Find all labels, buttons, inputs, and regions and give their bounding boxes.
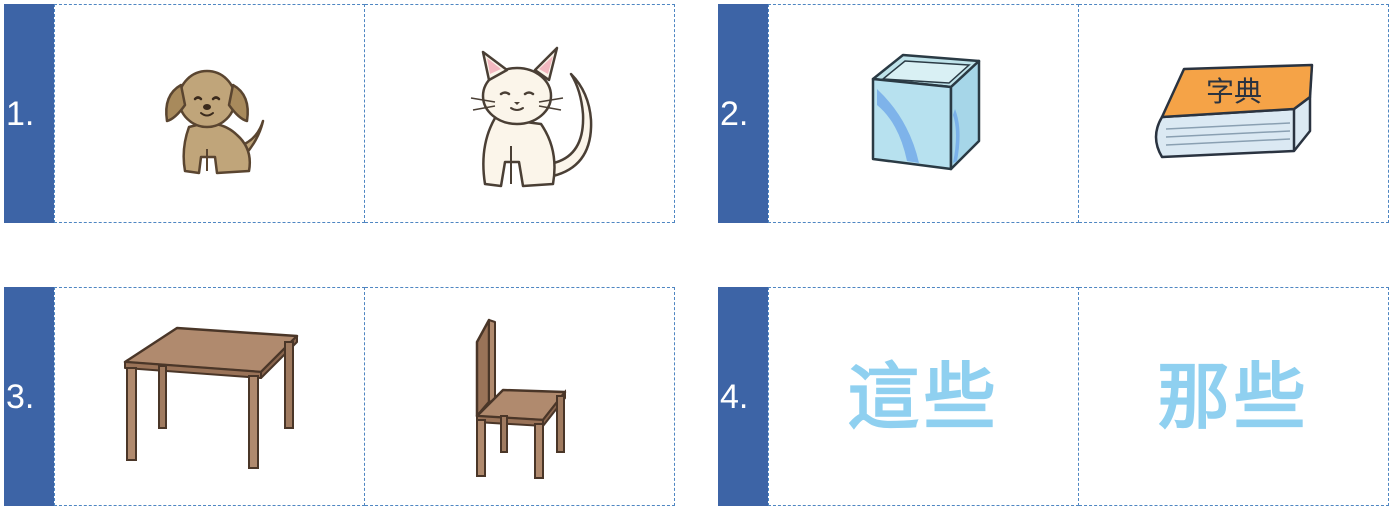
option-dictionary[interactable]: 字典 bbox=[1079, 4, 1389, 223]
box-icon bbox=[871, 53, 980, 170]
option-dog[interactable] bbox=[54, 4, 365, 223]
option-cat[interactable] bbox=[365, 4, 675, 223]
table-icon bbox=[123, 326, 298, 469]
option-these[interactable]: 這些 bbox=[768, 287, 1079, 506]
card-1: 1. bbox=[4, 4, 675, 223]
dog-icon bbox=[164, 69, 264, 174]
chair-icon bbox=[475, 318, 566, 479]
dictionary-book-icon: 字典 bbox=[1154, 63, 1313, 158]
number-bar: 2. bbox=[718, 4, 768, 223]
option-box[interactable] bbox=[768, 4, 1079, 223]
card-3: 3. bbox=[4, 287, 675, 506]
card-4: 4. 這些 那些 bbox=[718, 287, 1389, 506]
option-table[interactable] bbox=[54, 287, 365, 506]
card-number: 3. bbox=[6, 377, 35, 416]
word-those: 那些 bbox=[1157, 354, 1310, 439]
book-title: 字典 bbox=[1206, 75, 1262, 108]
card-number: 2. bbox=[720, 94, 749, 133]
number-bar: 1. bbox=[4, 4, 54, 223]
card-number: 4. bbox=[720, 377, 749, 416]
word-these: 這些 bbox=[847, 354, 1000, 439]
number-bar: 4. bbox=[718, 287, 768, 506]
cat-icon bbox=[470, 46, 592, 187]
card-2: 2. 字典 bbox=[718, 4, 1389, 223]
option-chair[interactable] bbox=[365, 287, 675, 506]
number-bar: 3. bbox=[4, 287, 54, 506]
option-those[interactable]: 那些 bbox=[1079, 287, 1389, 506]
card-number: 1. bbox=[6, 94, 35, 133]
